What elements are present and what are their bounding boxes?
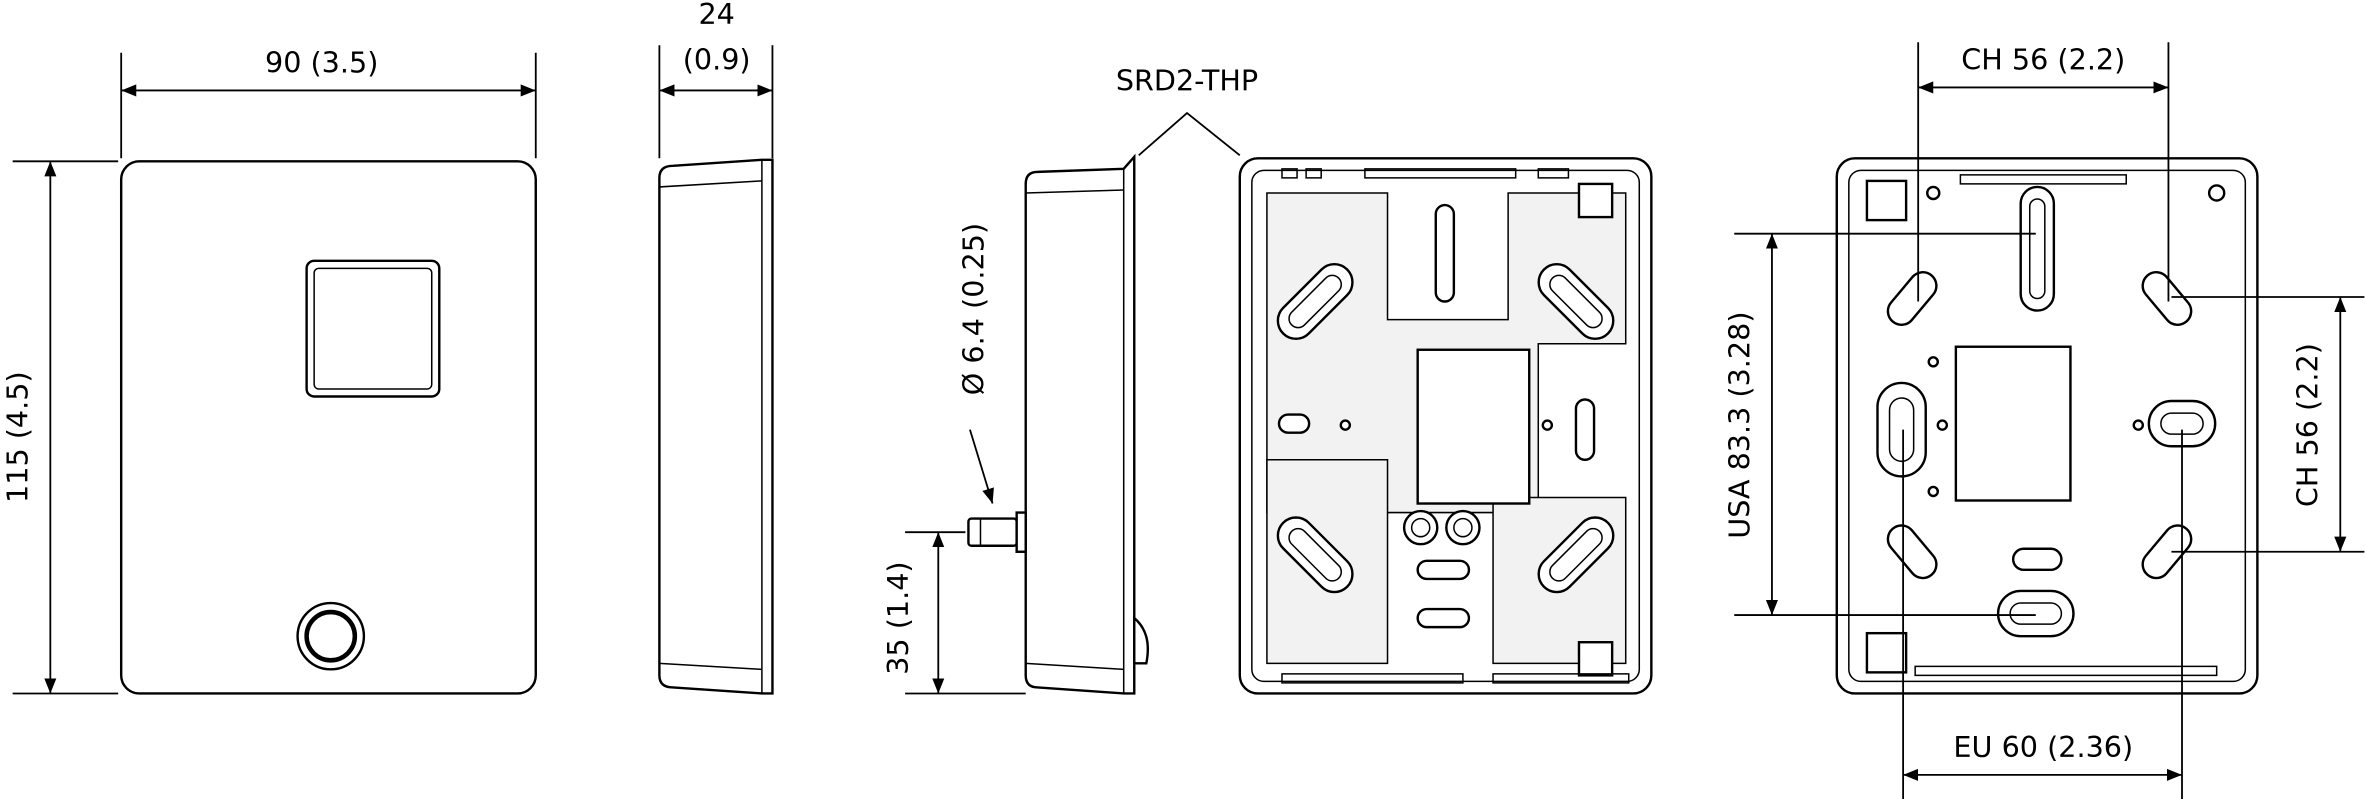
height-label: 115 (4.5) (1, 371, 35, 503)
mounting-holes-view: CH 56 (2.2) USA 83.3 (3.28) CH 56 (2.2) … (1722, 42, 2365, 799)
side-view: 24 (0.9) (658, 0, 774, 695)
left-usa-label: USA 83.3 (3.28) (1722, 312, 1756, 539)
probe-height-label: 35 (1.4) (881, 561, 915, 674)
sensor-bump (1133, 615, 1150, 665)
display-window (305, 259, 441, 398)
model-callout: SRD2-THP (1116, 63, 1258, 156)
probe-side-view: 35 (1.4) Ø 6.4 (0.25) (881, 153, 1150, 695)
front-view: 90 (3.5) 115 (4.5) (1, 45, 537, 695)
probe-diameter-label: Ø 6.4 (0.25) (957, 223, 991, 395)
depth-label-mm: 24 (698, 0, 734, 31)
bottom-eu-label: EU 60 (2.36) (1953, 730, 2133, 764)
width-label: 90 (3.5) (265, 45, 378, 79)
probe-tip (967, 517, 1018, 547)
right-ch-label: CH 56 (2.2) (2291, 343, 2325, 507)
depth-label-inch: (0.9) (683, 42, 751, 76)
back-plate-view (1238, 157, 1653, 695)
model-label: SRD2-THP (1116, 63, 1258, 97)
top-ch-label: CH 56 (2.2) (1961, 42, 2125, 76)
